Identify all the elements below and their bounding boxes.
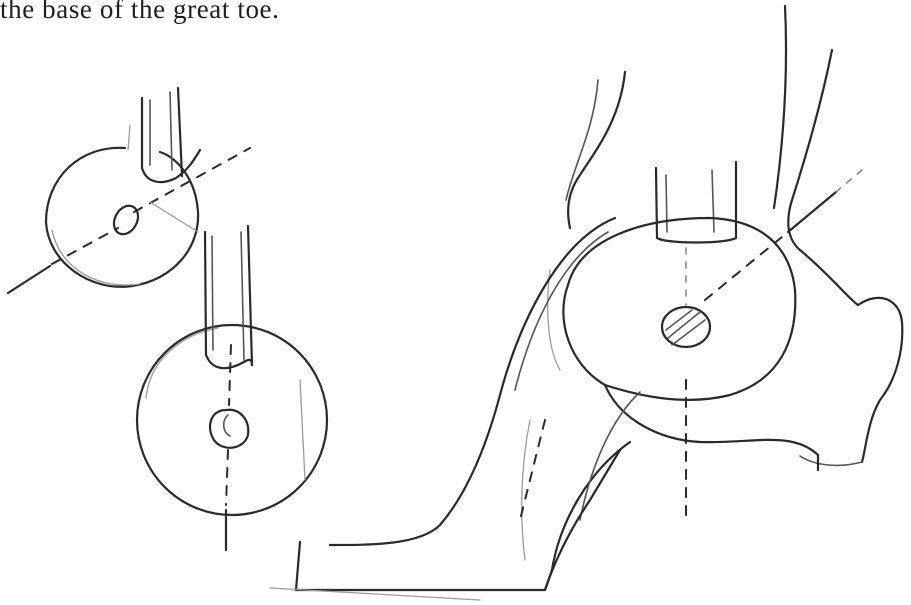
- heel-section-sketch: [270, 6, 902, 600]
- small-disc-rotated-sketch: [8, 88, 250, 293]
